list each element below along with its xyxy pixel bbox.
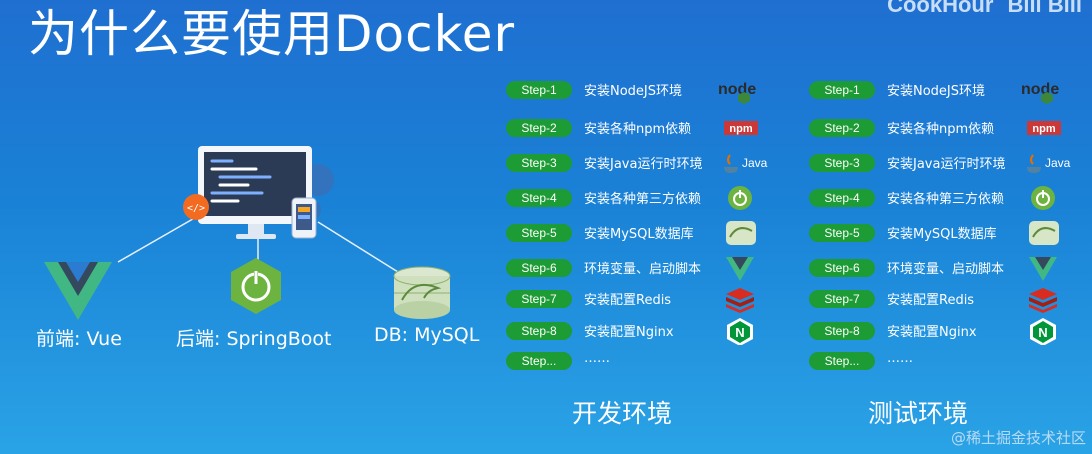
vue-icon (1029, 257, 1057, 281)
slide-title: 为什么要使用Docker (28, 5, 516, 63)
step-text: 安装MySQL数据库 (584, 227, 694, 242)
step-text: 安装各种npm依赖 (584, 122, 692, 137)
step-text: 安装各种第三方依赖 (584, 192, 702, 207)
npm-icon: npm (724, 121, 758, 135)
code-badge-text: </> (187, 203, 205, 214)
brand-logo: CookHour Bili Bili (873, 0, 1082, 18)
step-pill: Step-2 (809, 119, 875, 137)
step-pill: Step-6 (506, 259, 572, 277)
step-text: 安装配置Nginx (887, 325, 977, 340)
test-env-label: 测试环境 (868, 399, 969, 428)
step-row: Step-7 安装配置Redis (809, 285, 1092, 313)
svg-text:N: N (735, 325, 744, 340)
step-row: Step-8 安装配置Nginx N (809, 317, 1092, 345)
connector-line-vue (117, 211, 206, 263)
step-pill: Step-4 (506, 189, 572, 207)
svg-text:node: node (718, 81, 756, 98)
step-pill: Step-3 (809, 154, 875, 172)
step-pill: Step-2 (506, 119, 572, 137)
svg-text:N: N (1038, 325, 1047, 340)
backend-label: 后端: SpringBoot (176, 328, 332, 350)
mysql-db-icon (393, 266, 451, 319)
mysql-icon (1029, 221, 1059, 245)
nodejs-icon: node (718, 81, 756, 104)
step-row: Step-1 安装NodeJS环境 node (506, 76, 796, 104)
npm-icon: npm (1027, 121, 1061, 135)
step-row: Step-5 安装MySQL数据库 (809, 219, 1092, 247)
step-text: 安装MySQL数据库 (887, 227, 997, 242)
java-icon: Java (1027, 154, 1071, 173)
nodejs-icon: node (1021, 81, 1059, 104)
step-pill: Step-1 (506, 81, 572, 99)
vue-icon (726, 257, 754, 281)
redis-icon (726, 288, 754, 313)
watermark: @稀土掘金技术社区 (950, 429, 1086, 447)
step-text: 安装各种npm依赖 (887, 122, 995, 137)
mysql-icon (726, 221, 756, 245)
dev-env-label: 开发环境 (572, 399, 673, 428)
step-text: …… (584, 351, 610, 366)
step-text: 安装Java运行时环境 (887, 157, 1006, 172)
step-text: 安装Java运行时环境 (584, 157, 703, 172)
step-pill: Step-4 (809, 189, 875, 207)
vue-logo-icon (44, 262, 112, 320)
frontend-label: 前端: Vue (36, 328, 122, 350)
step-pill: Step-8 (809, 322, 875, 340)
step-row: Step-1 安装NodeJS环境 node (809, 76, 1092, 104)
step-row: Step-3 安装Java运行时环境 Java (809, 149, 1092, 177)
code-badge-icon: </> (183, 194, 209, 220)
step-row: Step... …… (506, 347, 796, 375)
step-pill: Step-5 (506, 224, 572, 242)
nginx-icon: N (727, 318, 753, 345)
monitor-icon (198, 146, 312, 239)
step-row: Step-6 环境变量、启动脚本 (809, 254, 1092, 282)
step-text: 安装各种第三方依赖 (887, 192, 1005, 207)
phone-icon (291, 197, 317, 239)
step-row: Step-2 安装各种npm依赖 npm (809, 114, 1092, 142)
step-row: Step-5 安装MySQL数据库 (506, 219, 796, 247)
svg-text:Java: Java (742, 156, 768, 170)
step-row: Step... …… (809, 347, 1092, 375)
step-text: …… (887, 351, 913, 366)
step-text: 安装配置Redis (584, 293, 672, 308)
step-row: Step-6 环境变量、启动脚本 (506, 254, 796, 282)
step-row: Step-3 安装Java运行时环境 Java (506, 149, 796, 177)
step-row: Step-2 安装各种npm依赖 npm (506, 114, 796, 142)
step-pill: Step-8 (506, 322, 572, 340)
svg-text:npm: npm (1032, 123, 1055, 135)
step-row: Step-8 安装配置Nginx N (506, 317, 796, 345)
step-pill: Step-6 (809, 259, 875, 277)
step-text: 安装配置Redis (887, 293, 975, 308)
power-icon (1031, 186, 1055, 210)
db-label: DB: MySQL (374, 324, 480, 346)
power-icon (728, 186, 752, 210)
step-pill: Step... (506, 352, 572, 370)
step-text: 安装配置Nginx (584, 325, 674, 340)
step-pill: Step-7 (809, 290, 875, 308)
step-pill: Step... (809, 352, 875, 370)
redis-icon (1029, 288, 1057, 313)
step-row: Step-4 安装各种第三方依赖 (809, 184, 1092, 212)
java-icon: Java (724, 154, 768, 173)
brand-name: CookHour (887, 0, 994, 17)
step-pill: Step-1 (809, 81, 875, 99)
step-text: 环境变量、启动脚本 (584, 262, 702, 277)
springboot-logo-icon (231, 258, 281, 314)
step-text: 环境变量、启动脚本 (887, 262, 1005, 277)
step-text: 安装NodeJS环境 (887, 84, 986, 99)
step-pill: Step-3 (506, 154, 572, 172)
nginx-icon: N (1030, 318, 1056, 345)
bilibili-logo: Bili Bili (1007, 0, 1082, 17)
step-pill: Step-5 (809, 224, 875, 242)
svg-text:Java: Java (1045, 156, 1071, 170)
connector-line-mysql (317, 221, 399, 273)
step-text: 安装NodeJS环境 (584, 84, 683, 99)
step-pill: Step-7 (506, 290, 572, 308)
svg-text:npm: npm (729, 123, 752, 135)
svg-text:node: node (1021, 81, 1059, 98)
step-row: Step-4 安装各种第三方依赖 (506, 184, 796, 212)
step-row: Step-7 安装配置Redis (506, 285, 796, 313)
